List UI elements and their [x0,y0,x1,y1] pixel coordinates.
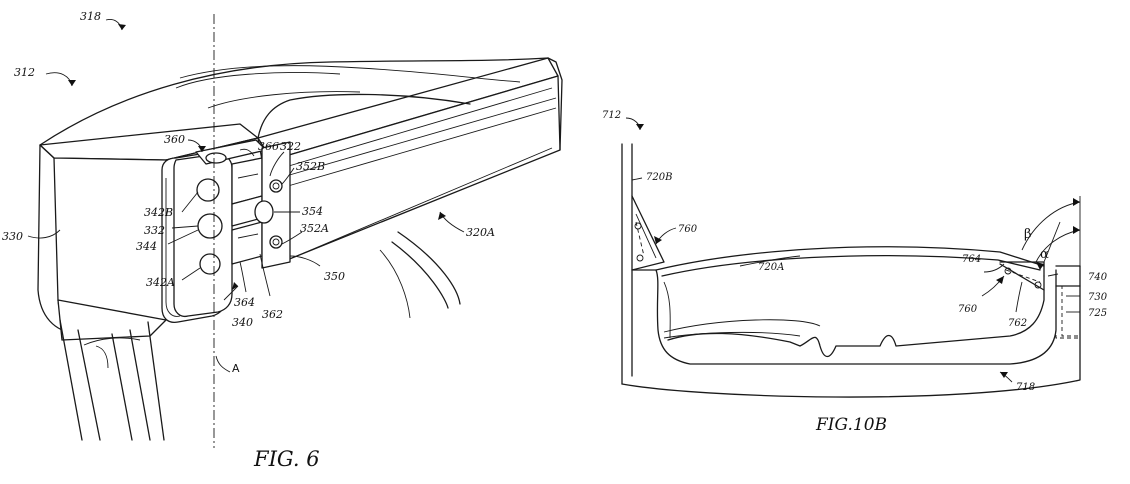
frame-rim-318 [39,57,549,146]
hole-354 [254,200,274,224]
label-362: 362 [262,308,283,321]
fig6-labels: 312 318 330 360 366 322 352B 342B 332 34… [2,10,495,471]
frame-plate-350 [254,141,291,269]
label-730: 730 [1088,292,1108,303]
screw-hole-342A [199,253,221,275]
label-712: 712 [602,110,621,121]
label-364: 364 [234,296,255,309]
lens-body-720A [621,246,1081,398]
frame-member-720B [621,143,665,385]
label-312: 312 [14,66,35,79]
label-760-right: 760 [958,304,978,315]
fig10b-drawing [621,117,1081,398]
label-725: 725 [1088,308,1107,319]
label-alpha: α [1040,247,1049,262]
label-344: 344 [136,240,157,253]
label-352A: 352A [300,222,329,235]
frame-tube-320A [257,57,563,263]
screw-hole-342B [196,178,220,202]
fig10b-leaders [625,117,1080,383]
component-block-740 [1055,265,1081,339]
lens-edge-b [397,231,461,305]
label-352B: 352B [296,160,325,173]
hinge-knuckle-360 [195,139,267,265]
label-354: 354 [302,205,323,218]
hinge-plate-340 [161,150,233,324]
temple-arm [57,299,167,441]
label-axis-A: A [232,362,240,375]
label-320A: 320A [466,226,495,239]
label-740: 740 [1088,272,1108,283]
label-720B: 720B [646,172,672,183]
label-318: 318 [80,10,101,23]
screw-hole-344 [197,213,223,239]
angle-indicator [1021,196,1081,270]
label-322: 322 [280,140,301,153]
lens-edge-c [379,249,411,319]
label-340: 340 [232,316,253,329]
fig6-title: FIG. 6 [253,447,320,471]
fig6-drawing [27,14,563,448]
label-350: 350 [324,270,345,283]
label-718: 718 [1016,382,1035,393]
label-342B: 342B [144,206,173,219]
label-342A: 342A [146,276,175,289]
label-760-top: 760 [678,224,698,235]
label-332: 332 [144,224,165,237]
fig10b-title: FIG.10B [815,415,887,435]
label-beta: β [1024,227,1032,242]
screw-352A [269,235,283,249]
label-366: 366 [258,140,279,153]
screw-352B [269,179,283,193]
fig10b-labels: 712 720B 760 720A 764 β α 740 730 725 76… [602,110,1108,435]
label-720A: 720A [758,262,784,273]
label-762: 762 [1008,318,1027,329]
label-360: 360 [164,133,185,146]
label-764: 764 [962,254,981,265]
label-330: 330 [2,230,23,243]
lens-edge-a [391,241,449,309]
